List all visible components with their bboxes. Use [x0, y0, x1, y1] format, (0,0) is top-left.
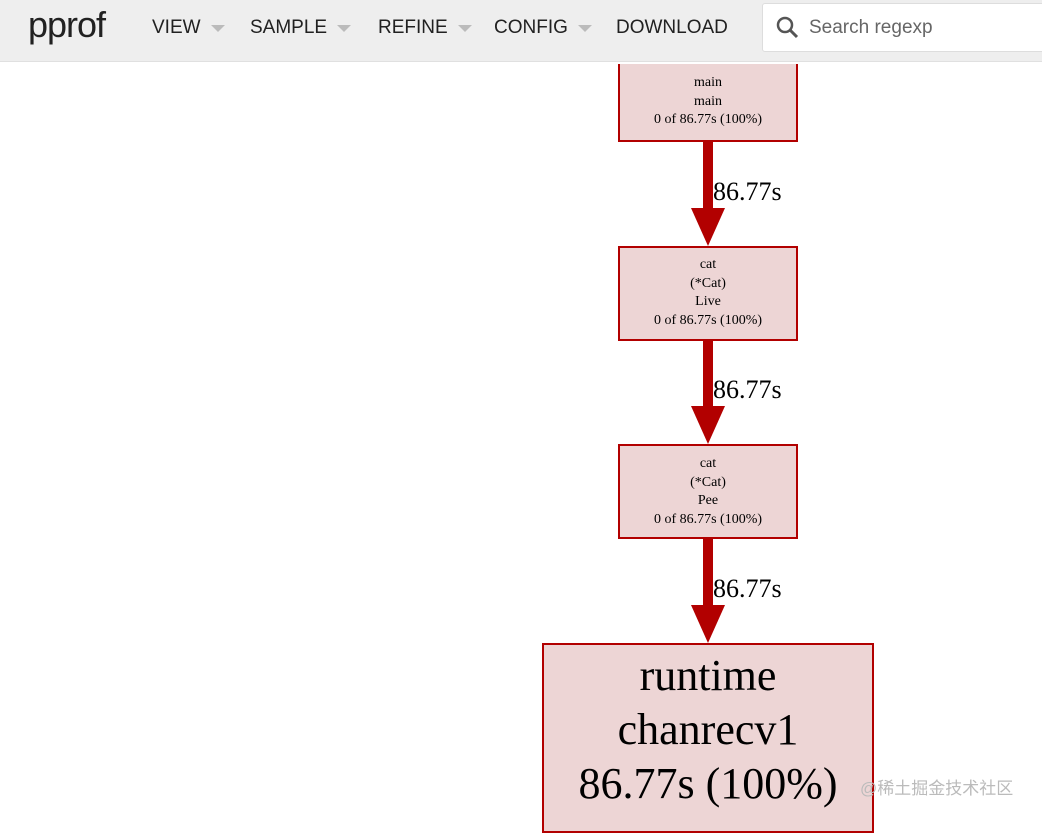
menu-label: SAMPLE: [250, 17, 328, 38]
node-label: runtime: [639, 651, 777, 700]
menu-view[interactable]: VIEW: [152, 17, 225, 39]
menu-label: REFINE: [378, 17, 448, 38]
watermark: @稀土掘金技术社区: [860, 779, 1014, 798]
edge-label[interactable]: 86.77s: [713, 177, 782, 206]
node-label: Live: [695, 294, 721, 309]
search-box[interactable]: [762, 3, 1042, 52]
toolbar: pprof VIEW SAMPLE REFINE CONFIG DOWNLOAD: [0, 0, 1042, 62]
pprof-logo: pprof: [28, 4, 106, 45]
node-label: (*Cat): [690, 474, 726, 490]
search-icon: [776, 16, 799, 39]
node-label: chanrecv1: [617, 705, 799, 754]
edge-label[interactable]: 86.77s: [713, 574, 782, 603]
node-value: 0 of 86.77s (100%): [653, 112, 763, 127]
caret-down-icon: [457, 24, 472, 32]
node-value: 86.77s (100%): [578, 759, 838, 808]
node-label: main: [694, 93, 722, 109]
caret-down-icon: [337, 24, 352, 32]
menu-label: DOWNLOAD: [616, 17, 728, 38]
edge-arrowhead: [691, 605, 725, 643]
edge-line: [703, 539, 713, 609]
menu-download[interactable]: DOWNLOAD: [616, 17, 728, 39]
node-value: 0 of 86.77s (100%): [653, 511, 763, 527]
edge-arrowhead: [691, 208, 725, 246]
graph-node-main[interactable]: main main 0 of 86.77s (100%): [618, 64, 798, 142]
menu-refine[interactable]: REFINE: [378, 17, 472, 39]
graph-node-cat-live[interactable]: cat (*Cat) Live 0 of 86.77s (100%): [618, 246, 798, 341]
menu-label: VIEW: [152, 17, 201, 38]
menu-sample[interactable]: SAMPLE: [250, 17, 352, 39]
node-label: Pee: [697, 493, 719, 508]
node-label: cat: [699, 257, 717, 272]
edge-line: [703, 341, 713, 411]
graph-node-runtime-chanrecv1[interactable]: runtime chanrecv1 86.77s (100%): [542, 643, 874, 833]
node-label: main: [694, 75, 722, 90]
graph-node-cat-pee[interactable]: cat (*Cat) Pee 0 of 86.77s (100%): [618, 444, 798, 539]
node-label: (*Cat): [690, 275, 726, 291]
caret-down-icon: [210, 24, 225, 32]
edge-arrowhead: [691, 406, 725, 444]
search-input[interactable]: [807, 16, 1042, 40]
node-value: 0 of 86.77s (100%): [653, 312, 763, 328]
caret-down-icon: [577, 24, 592, 32]
menu-label: CONFIG: [494, 17, 568, 38]
menu-config[interactable]: CONFIG: [494, 17, 592, 39]
edge-label[interactable]: 86.77s: [713, 375, 782, 404]
node-label: cat: [699, 456, 717, 471]
edge-line: [703, 142, 713, 212]
